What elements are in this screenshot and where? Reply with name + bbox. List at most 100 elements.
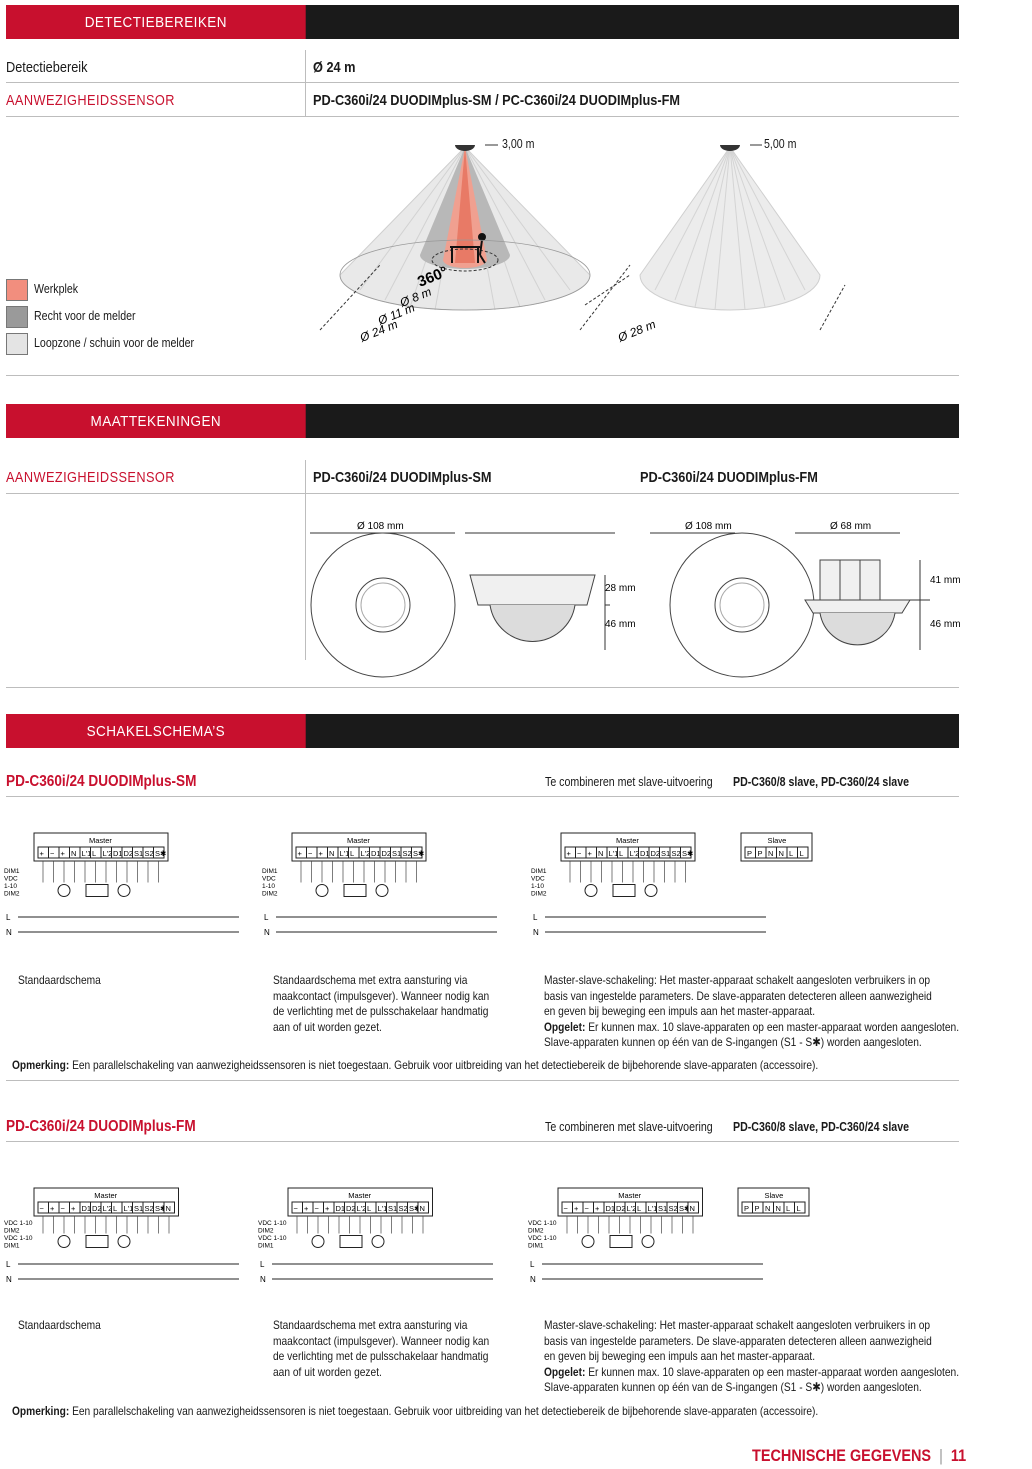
lamp-symbol (644, 884, 658, 897)
section-title: SCHAKELSCHEMA’S (6, 714, 306, 748)
wire-label: VDC 1-10 (528, 1235, 557, 1242)
d28-label: Ø 28 m (615, 317, 658, 345)
terminal-label: S✱ (155, 849, 167, 858)
terminal-label: + (325, 1204, 330, 1213)
terminal (411, 846, 423, 859)
sm-desc3: Master-slave-schakeling: Het master-appa… (544, 973, 960, 1049)
d108b-label: Ø 108 mm (685, 521, 732, 532)
terminal-label: D1 (82, 1204, 92, 1213)
wire-label: VDC 1-10 (258, 1235, 287, 1242)
combine-label: Te combineren met slave-uitvoering (545, 1120, 713, 1134)
terminal-label: S✱ (679, 1204, 691, 1213)
line-N-label: N (260, 1275, 266, 1284)
terminal-label: + (40, 849, 45, 858)
ballast-symbol (343, 884, 367, 897)
line-N-label: N (264, 928, 270, 937)
terminal-label: L'1 (340, 849, 350, 858)
wire-label: DIM2 (4, 891, 20, 898)
wire-label: DIM1 (531, 868, 547, 875)
terminal-label: L (113, 1204, 117, 1213)
ballast-symbol (609, 1235, 633, 1248)
terminal-label: L'1 (609, 849, 619, 858)
terminal-label: − (564, 1204, 569, 1213)
dimension-drawings: Ø 108 mm Ø 108 mm Ø 68 mm 28 mm 46 mm 41… (310, 521, 961, 678)
ballast-symbol (612, 884, 636, 897)
lamp-symbol (117, 884, 131, 897)
terminal-label: D1 (371, 849, 381, 858)
wire-label: VDC (531, 876, 545, 883)
terminal-label: + (574, 1204, 579, 1213)
wire-label: VDC 1-10 (4, 1220, 33, 1227)
terminal-label: D1 (640, 849, 650, 858)
terminal-label: D2 (346, 1204, 356, 1213)
terminal-label: L'1 (124, 1204, 134, 1213)
legend-label: Werkplek (34, 282, 79, 296)
legend-swatch-recht (6, 306, 28, 328)
terminal-label: S2 (669, 1204, 678, 1213)
lamp-symbol (117, 1235, 131, 1248)
terminal (797, 846, 809, 859)
terminal-label: S1 (392, 849, 401, 858)
wire-label: 1-10 (262, 883, 275, 890)
terminal-label: N (329, 849, 334, 858)
line-N-label: N (530, 1275, 536, 1284)
terminal-label: L (800, 849, 804, 858)
terminal (163, 1201, 175, 1214)
h46a-label: 46 mm (605, 619, 636, 630)
wire-label: VDC (262, 876, 276, 883)
height1-label: 3,00 m (502, 137, 535, 151)
detection-cones: 360° Ø 8 m Ø 11 m Ø 24 m Ø 28 m (319, 144, 846, 345)
line-L-label: L (530, 1260, 535, 1269)
terminal-label: − (40, 1204, 45, 1213)
wire-label: VDC 1-10 (258, 1220, 287, 1227)
sensor-label: AANWEZIGHEIDSSENSOR (6, 92, 175, 109)
product-sm: PD-C360i/24 DUODIMplus-SM (313, 469, 492, 486)
terminal-label: + (298, 849, 303, 858)
terminal-label: + (319, 849, 324, 858)
terminal-label: S1 (658, 1204, 667, 1213)
wire-label: VDC 1-10 (528, 1220, 557, 1227)
sensor-label: AANWEZIGHEIDSSENSOR (6, 469, 175, 486)
terminal-label: P (747, 849, 752, 858)
terminal-label: S2 (672, 849, 681, 858)
wire-label: DIM2 (258, 1228, 274, 1235)
terminal-label: D1 (336, 1204, 346, 1213)
terminal-label: + (71, 1204, 76, 1213)
terminal-label: + (50, 1204, 55, 1213)
line-N-label: N (6, 1275, 12, 1284)
wire-label: DIM2 (531, 891, 547, 898)
wire-label: 1-10 (531, 883, 544, 890)
terminal-label: L'2 (103, 849, 113, 858)
master-label: Master (89, 836, 112, 845)
terminal-label: L (637, 1204, 641, 1213)
line-L-label: L (260, 1260, 265, 1269)
section-header-schemes: SCHAKELSCHEMA’S (6, 714, 959, 748)
terminal-label: − (315, 1204, 320, 1213)
wire-label: VDC (4, 876, 18, 883)
terminal-label: D1 (606, 1204, 616, 1213)
terminal-label: S2 (403, 849, 412, 858)
legend-swatch-loopzone (6, 333, 28, 355)
range-value: Ø 24 m (313, 59, 356, 76)
terminal-label: − (50, 849, 55, 858)
fm-desc3: Master-slave-schakeling: Het master-appa… (544, 1318, 960, 1394)
terminal-label: S2 (399, 1204, 408, 1213)
terminal-label: D2 (124, 849, 134, 858)
section-header-dimensions: MAATTEKENINGEN (6, 404, 959, 438)
h28-label: 28 mm (605, 583, 636, 594)
terminal-label: N (779, 849, 784, 858)
slave-models: PD-C360/8 slave, PD-C360/24 slave (733, 1120, 910, 1134)
terminal-label: L'2 (357, 1204, 367, 1213)
legend-label: Loopzone / schuin voor de melder (34, 336, 195, 350)
terminal-label: − (308, 849, 313, 858)
terminal-label: N (166, 1204, 171, 1213)
terminal-label: L (797, 1204, 801, 1213)
terminal-label: L (619, 849, 623, 858)
ballast-symbol (85, 1235, 109, 1248)
terminal-label: S1 (388, 1204, 397, 1213)
line-N-label: N (6, 928, 12, 937)
legend-swatch-werkplek (6, 279, 28, 301)
terminal-label: L (350, 849, 354, 858)
